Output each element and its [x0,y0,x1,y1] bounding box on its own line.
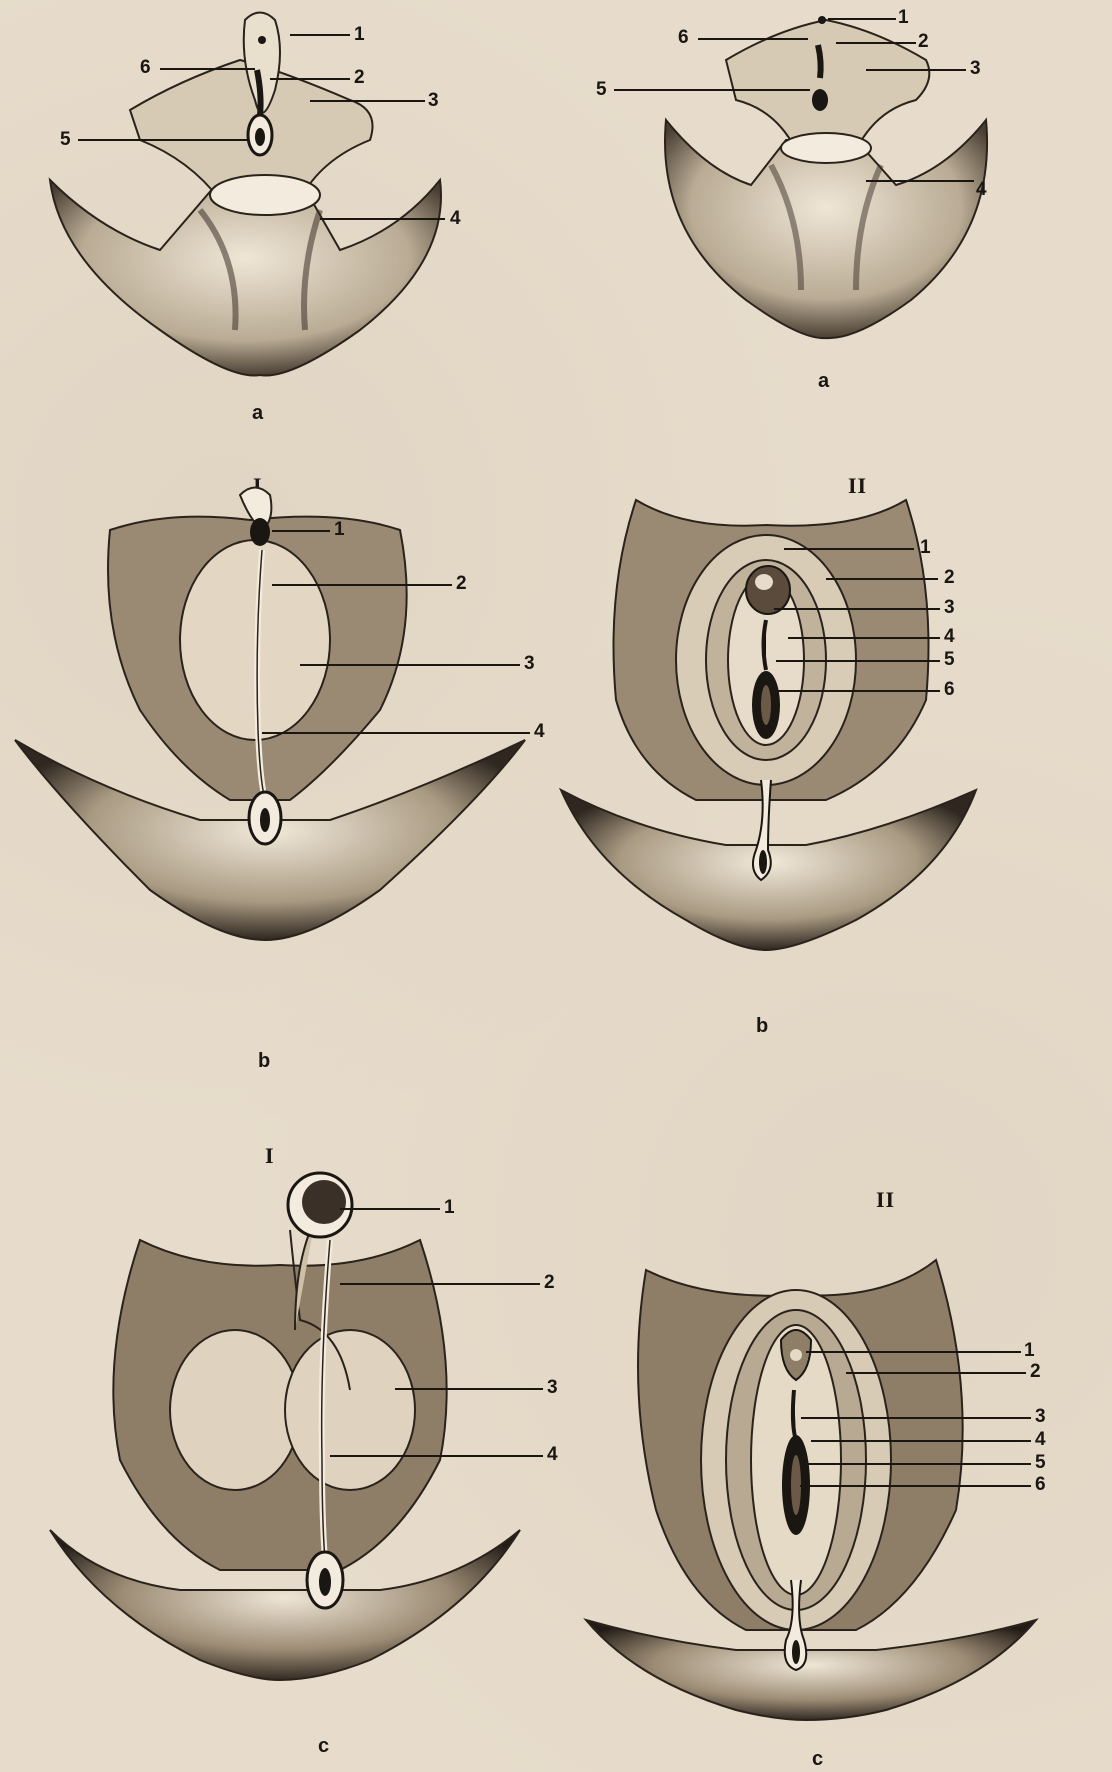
leader-line [774,608,940,610]
leader-line [866,180,974,182]
illustration-Ib [0,470,556,1060]
callout-4: 4 [1035,1430,1046,1449]
leader-line [784,548,914,550]
leader-line [320,218,445,220]
leader-line [772,690,940,692]
panel-letter: a [252,402,263,425]
leader-line [801,1417,1031,1419]
leader-line [804,1463,1031,1465]
callout-1: 1 [444,1198,455,1217]
callout-1: 1 [1024,1341,1035,1360]
leader-line [290,34,350,36]
leader-line [836,42,916,44]
leader-line [846,1372,1026,1374]
leader-line [272,584,452,586]
leader-line [300,664,520,666]
leader-line [811,1440,1031,1442]
leader-line [340,1283,540,1285]
callout-5: 5 [1035,1453,1046,1472]
callout-4: 4 [976,180,987,199]
leader-line [310,100,425,102]
panel-letter: c [318,1735,329,1758]
callout-2: 2 [1030,1362,1041,1381]
callout-3: 3 [428,91,439,110]
callout-2: 2 [456,574,467,593]
illustration-Ic [0,1140,556,1730]
leader-line [340,1208,440,1210]
leader-line [776,660,940,662]
callout-6: 6 [1035,1475,1046,1494]
panel-letter: a [818,370,829,393]
leader-line [160,68,255,70]
callout-5: 5 [944,650,955,669]
panel-Ib: I 1 2 3 4 b [0,470,556,1060]
leader-line [272,530,330,532]
callout-3: 3 [1035,1407,1046,1426]
callout-3: 3 [524,654,535,673]
callout-2: 2 [544,1273,555,1292]
callout-1: 1 [898,8,909,27]
illustration-IIb [556,470,1112,1060]
callout-4: 4 [944,627,955,646]
leader-line [262,732,530,734]
panel-letter: b [756,1015,768,1038]
callout-5: 5 [596,80,607,99]
callout-2: 2 [354,68,365,87]
leader-line [698,38,808,40]
leader-line [826,578,938,580]
callout-3: 3 [970,59,981,78]
callout-5: 5 [60,130,71,149]
panel-Ic: I 1 2 3 4 c [0,1140,556,1730]
leader-line [866,69,966,71]
leader-line [78,139,248,141]
panel-IIc: II 1 2 3 4 5 6 c [556,1140,1112,1730]
illustration-IIc [556,1140,1112,1730]
callout-1: 1 [334,520,345,539]
leader-line [270,78,350,80]
leader-line [800,1485,1031,1487]
panel-letter: c [812,1748,823,1771]
callout-4: 4 [534,722,545,741]
leader-line [395,1388,543,1390]
callout-1: 1 [354,25,365,44]
panel-letter: b [258,1050,270,1073]
callout-6: 6 [140,58,151,77]
leader-line [614,89,810,91]
panel-IIb: II 1 2 3 4 5 6 b [556,470,1112,1060]
callout-6: 6 [678,28,689,47]
callout-1: 1 [920,538,931,557]
callout-2: 2 [918,32,929,51]
leader-line [828,18,896,20]
leader-line [330,1455,543,1457]
leader-line [788,637,940,639]
callout-4: 4 [450,209,461,228]
leader-line [806,1351,1021,1353]
callout-2: 2 [944,568,955,587]
callout-3: 3 [944,598,955,617]
callout-6: 6 [944,680,955,699]
